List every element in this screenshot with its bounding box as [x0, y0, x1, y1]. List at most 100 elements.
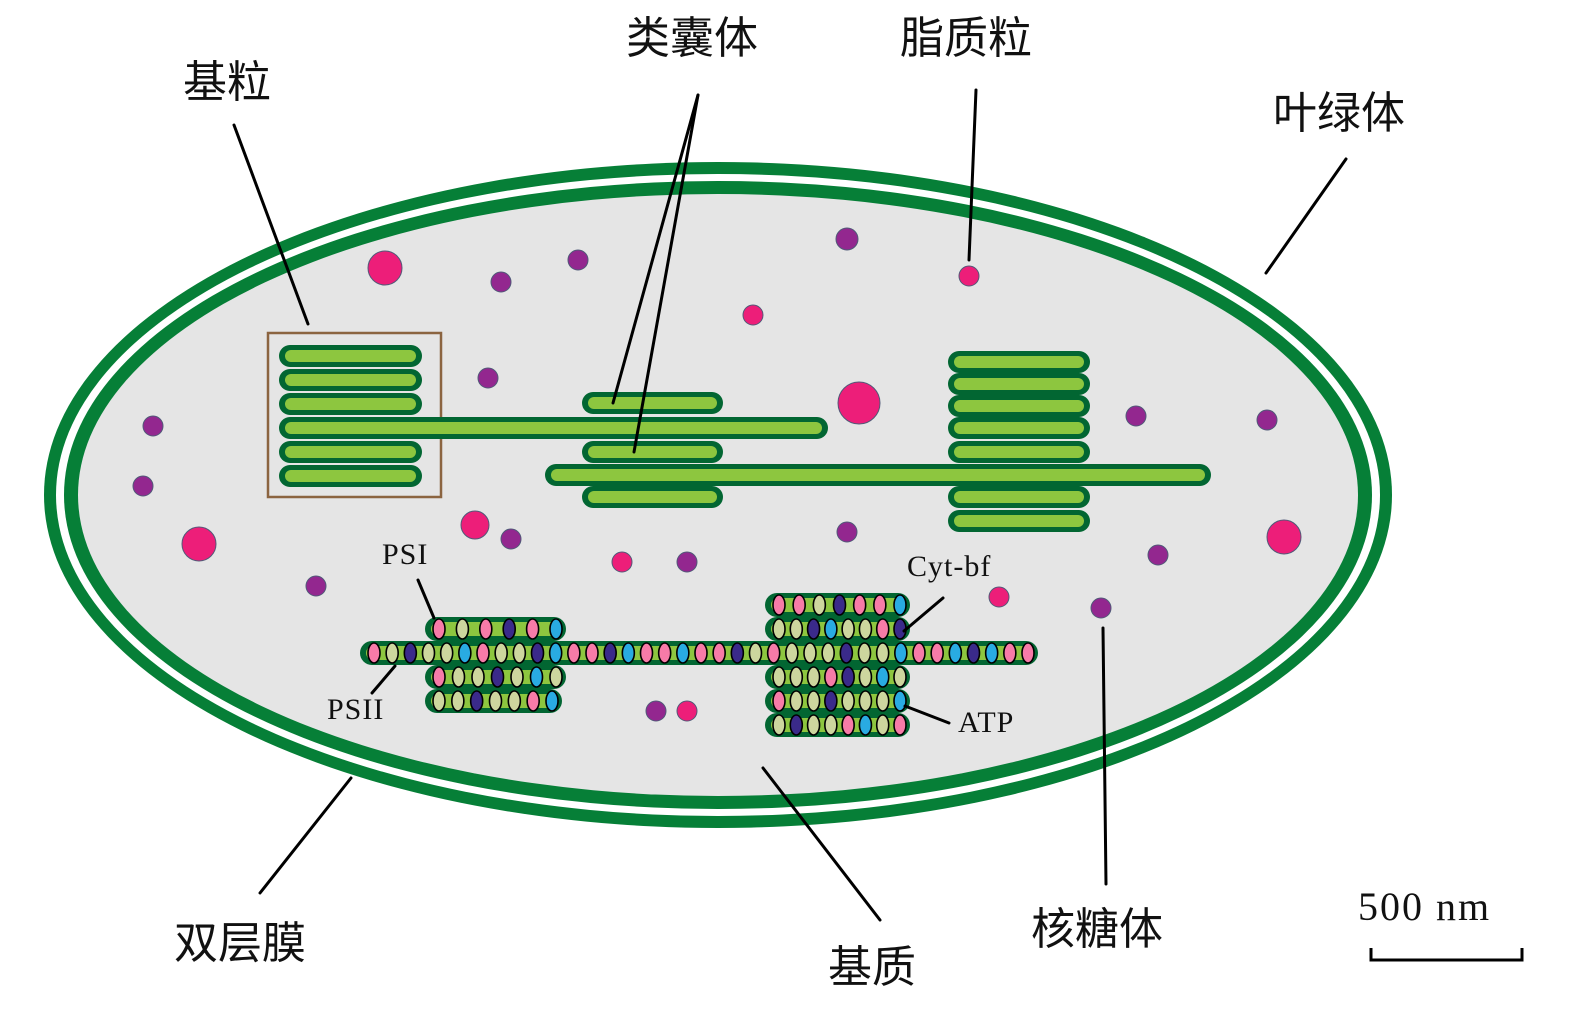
label-double-membrane: 双层膜	[174, 918, 306, 969]
psi-complex	[766, 642, 781, 664]
granum-thylakoid	[948, 510, 1090, 532]
ribosome-particle	[835, 227, 859, 251]
label-psi: PSI	[382, 538, 428, 571]
thylakoid-lumen	[954, 378, 1084, 390]
label-atp: ATP	[958, 706, 1014, 739]
label-thylakoid: 类囊体	[626, 13, 758, 64]
ribosome-particle	[676, 551, 698, 573]
atp-synthase	[529, 666, 544, 688]
granum-thylakoid	[279, 345, 422, 367]
label-granum: 基粒	[183, 57, 271, 108]
psii-complex	[858, 618, 873, 640]
atp-synthase	[545, 690, 559, 712]
leader-lines	[232, 88, 1348, 922]
cytbf-complex	[530, 642, 545, 664]
atp-synthase	[549, 618, 563, 640]
thylakoid-lumen	[954, 400, 1084, 412]
scale-bar-label: 500 nm	[1358, 884, 1491, 929]
thylakoid-lumen	[954, 356, 1084, 368]
labels: 基粒 类囊体 脂质粒 叶绿体 双层膜 基质 核糖体 PSI PSII Cyt-b…	[174, 13, 1405, 993]
psi-complex	[367, 642, 381, 664]
leader-thylakoid-b	[632, 93, 700, 454]
label-plastoglobule: 脂质粒	[900, 13, 1032, 64]
complex-thylakoid	[765, 689, 910, 713]
plastoglobule-particle	[611, 551, 633, 573]
cytbf-complex	[502, 618, 517, 640]
atp-synthase	[824, 618, 838, 640]
psi-complex	[1021, 642, 1035, 664]
psii-complex	[789, 618, 804, 640]
psi-complex	[694, 642, 708, 664]
atp-synthase	[948, 642, 963, 664]
psi-complex	[526, 690, 540, 712]
granum-thylakoid	[279, 369, 422, 391]
scale-bar-line	[1369, 948, 1524, 962]
psii-complex	[875, 642, 890, 664]
complex-thylakoid	[765, 617, 910, 641]
psi-complex	[873, 594, 887, 616]
ribosome-particle	[1125, 405, 1147, 427]
plastoglobule-particle	[958, 265, 980, 287]
cytbf-complex	[403, 642, 418, 664]
ribosome-particle	[477, 367, 499, 389]
psi-complex	[657, 642, 672, 664]
thylakoid-lumen	[285, 350, 416, 362]
particles	[132, 227, 1302, 722]
leader-double-membrane	[258, 776, 353, 895]
plastoglobule-particle	[1266, 519, 1302, 555]
atp-synthase	[984, 642, 999, 664]
ribosome-particle	[645, 700, 667, 722]
cytbf-complex	[824, 690, 838, 712]
psii-complex	[512, 642, 527, 664]
atp-synthase	[893, 690, 907, 712]
granum-thylakoid	[279, 393, 422, 415]
leader-plastoglobule	[967, 88, 978, 262]
cytbf-complex	[806, 618, 821, 640]
psii-complex	[785, 642, 799, 664]
psi-complex	[476, 642, 490, 664]
thylakoid-lumen	[551, 469, 1205, 481]
cytbf-complex	[603, 642, 617, 664]
psii-complex	[772, 666, 786, 688]
granum-thylakoid	[582, 392, 723, 414]
label-stroma: 基质	[828, 942, 916, 993]
psi-complex	[852, 594, 867, 616]
psii-complex	[471, 666, 485, 688]
thylakoid-lumen	[588, 397, 717, 409]
cytbf-complex	[730, 642, 745, 664]
granum-thylakoid	[279, 441, 422, 463]
plastoglobule-particle	[460, 510, 490, 540]
psii-complex	[451, 690, 465, 712]
plastoglobule-particle	[367, 250, 403, 286]
cytbf-complex	[490, 666, 505, 688]
thylakoid-lumen	[285, 374, 416, 386]
psii-complex	[893, 666, 907, 688]
atp-synthase	[621, 642, 636, 664]
complex-thylakoid	[425, 689, 562, 713]
psii-complex	[875, 714, 890, 736]
psi-complex	[824, 666, 838, 688]
complex-thylakoid	[360, 641, 1038, 665]
thylakoid-system	[279, 345, 1211, 532]
psi-complex	[772, 594, 786, 616]
thylakoid-lumen	[431, 622, 560, 636]
psii-complex	[841, 618, 855, 640]
psii-complex	[494, 642, 508, 664]
granum-highlight-box	[266, 331, 443, 499]
leader-cytbf	[902, 596, 945, 633]
thylakoid-lumen	[285, 446, 416, 458]
psii-complex	[432, 690, 446, 712]
psi-complex	[772, 690, 786, 712]
psii-complex	[858, 666, 873, 688]
psii-complex	[455, 618, 470, 640]
granum-thylakoid	[948, 441, 1090, 463]
psii-complex	[875, 690, 890, 712]
psii-complex	[510, 666, 524, 688]
atp-synthase	[458, 642, 472, 664]
complex-thylakoid	[765, 665, 910, 689]
thylakoid-lumen	[954, 446, 1084, 458]
stroma-lamella	[279, 417, 828, 439]
label-cytbf: Cyt-bf	[907, 550, 991, 583]
psi-complex	[712, 642, 726, 664]
